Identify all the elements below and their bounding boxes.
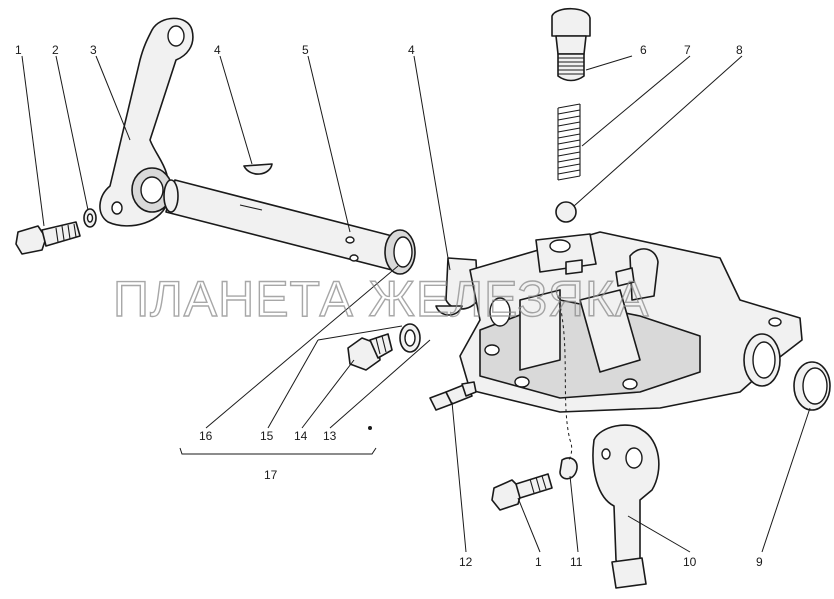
callout-2: 2 [52,43,59,57]
part-11-lock-ring [555,289,578,480]
main-housing [459,231,803,413]
callout-11: 11 [570,555,583,569]
part-10-lower-lever [592,424,660,589]
callout-12: 12 [459,555,473,569]
callout-1-bottom: 1 [535,555,542,569]
callout-15: 15 [260,429,274,443]
callout-7: 7 [684,43,691,57]
watermark-text: ПЛАНЕТА ЖЕЛЕЗЯКА [113,271,649,327]
callout-4-right: 4 [408,43,415,57]
leader-lines [21,55,811,553]
callout-10: 10 [683,555,697,569]
callout-6: 6 [640,43,647,57]
callout-13: 13 [323,429,337,443]
part-5-shaft [163,179,401,271]
part-16-bushing [384,229,416,275]
callout-13-dot [368,426,372,430]
callout-4-left: 4 [214,43,221,57]
callout-5: 5 [302,43,309,57]
part-2-washer [83,208,97,228]
callout-8: 8 [736,43,743,57]
part-6-plug-screw [551,7,591,82]
part-14-plug [347,333,393,371]
part-1-bolt-left [15,221,81,255]
part-3-lever [99,17,194,227]
callout-17: 17 [264,468,278,482]
part-8-ball [555,201,577,223]
callout-9: 9 [756,555,763,569]
callout-3: 3 [90,43,97,57]
part-1-bolt-bottom [491,473,553,511]
part-7-spring [557,103,581,181]
part-13-washer [399,323,421,353]
part-12-fitting [429,381,477,411]
part-9-ring [793,361,831,411]
callout-1-top: 1 [15,43,22,57]
callout-14: 14 [294,429,308,443]
callout-labels: 1 2 3 4 5 4 6 7 8 16 15 14 13 17 12 1 11… [15,43,763,569]
part-4-key-left [243,163,273,175]
callout-16: 16 [199,429,213,443]
